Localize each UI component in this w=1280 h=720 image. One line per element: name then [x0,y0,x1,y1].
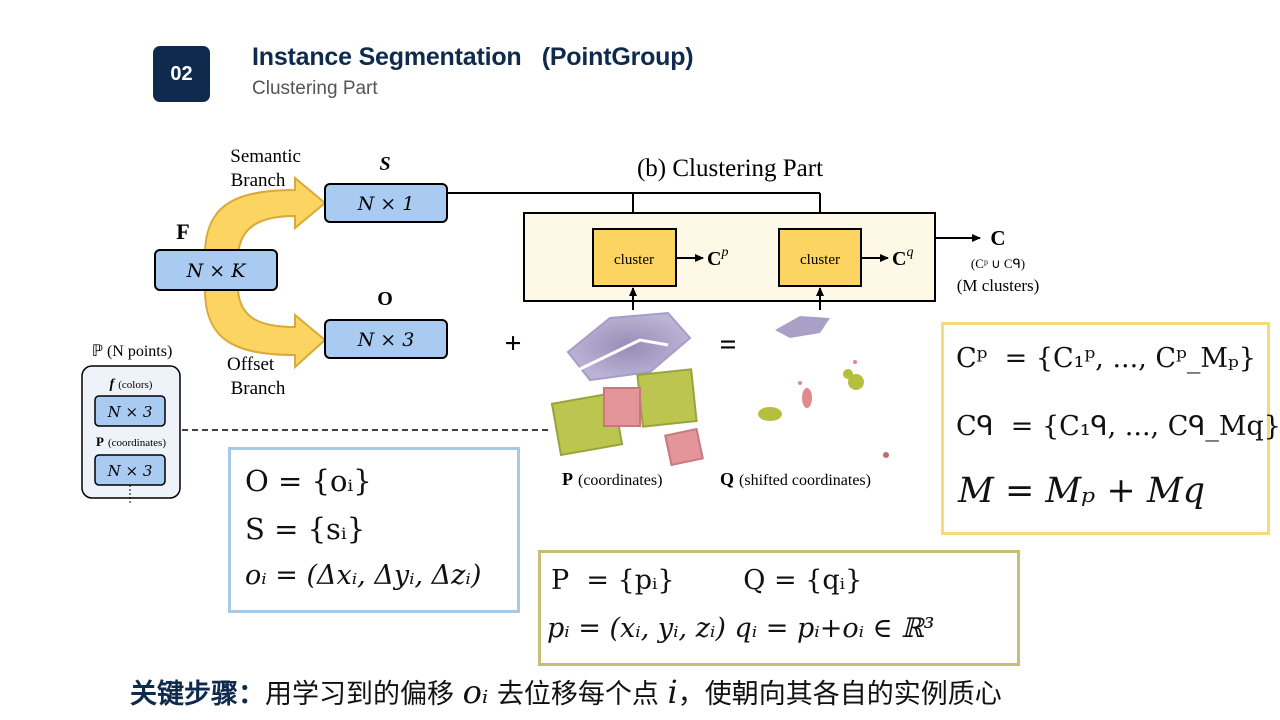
m-formula: M = Mₚ + Mq [958,471,1206,511]
offset-symbol: oᵢ [462,673,489,711]
section-number-badge: 02 [153,46,210,102]
cluster-q-output: Cq [892,245,913,270]
colors-box [94,395,166,427]
coords-box-text: N × 3 [107,462,153,480]
point-index-symbol: i [667,673,678,711]
offset-output-box [324,319,448,359]
colors-label: f(colors) [110,377,153,392]
offset-output-text: N × 3 [357,329,415,351]
offset-branch-arrow [203,289,327,370]
cluster-box-2 [778,228,862,287]
p-q-set-formula: P = {pᵢ} Q = {qᵢ} [551,565,863,596]
coordinates-formula-box: P = {pᵢ} Q = {qᵢ} pᵢ = (xᵢ, yᵢ, zᵢ) qᵢ =… [538,550,1020,666]
offset-output-label: O [377,288,393,310]
feature-box [154,249,278,291]
shifted-point-cloud [758,316,889,458]
p-caption: P(coordinates) [562,469,662,489]
semantic-branch-arrow [203,175,327,256]
semantic-output-label: S [379,153,390,175]
q-caption: Q(shifted coordinates) [720,469,871,489]
cluster-p-output: Cp [707,245,728,270]
original-point-cloud [550,311,704,467]
equals-sign: = [719,328,736,361]
page-subtitle: Clustering Part [252,78,378,99]
offset-semantic-formula-box: O = {oᵢ} S = {sᵢ} oᵢ = (Δxᵢ, Δyᵢ, Δzᵢ) [228,447,520,613]
final-cluster-label: C [990,226,1005,250]
key-step-caption: 关键步骤：用学习到的偏移 oᵢ 去位移每个点 i，使朝向其各自的实例质心 [130,672,1230,711]
coords-label: P(coordinates) [96,434,166,449]
colors-box-text: N × 3 [107,403,153,421]
shift-formula: pᵢ = (xᵢ, yᵢ, zᵢ) qᵢ = pᵢ+oᵢ ∈ ℝ³ [547,613,935,644]
semantic-output-text: N × 1 [357,193,415,215]
m-clusters-label: (M clusters) [957,276,1040,295]
key-step-text-2: 去位移每个点 [488,679,668,710]
offset-branch-label: Offset Branch [227,354,286,399]
key-step-text-1: 用学习到的偏移 [265,679,463,710]
cluster-box-2-label: cluster [800,252,840,268]
cluster-union-label: (Cᵖ ∪ Cᑫ) [971,256,1025,271]
clustering-part-title: (b) Clustering Part [637,155,823,182]
cp-formula: Cᵖ = {C₁ᵖ, ..., Cᵖ_Mₚ} [956,343,1256,374]
key-step-label: 关键步骤： [130,679,265,710]
cluster-formula-box: Cᵖ = {C₁ᵖ, ..., Cᵖ_Mₚ} Cᑫ = {C₁ᑫ, ..., C… [941,322,1280,535]
key-step-text-3: ，使朝向其各自的实例质心 [677,679,1002,710]
cq-formula: Cᑫ = {C₁ᑫ, ..., Cᑫ_Mq} [956,411,1280,442]
plus-sign: + [504,327,521,360]
feature-label: F [176,219,189,244]
page-title: Instance Segmentation (PointGroup) [252,43,694,71]
feature-box-text: N × K [186,260,248,282]
points-panel-title: ℙ (N points) [92,343,173,360]
semantic-output-box [324,183,448,223]
semantic-set-formula: S = {sᵢ} [245,512,366,546]
cluster-box-1-label: cluster [614,252,654,268]
offset-vector-formula: oᵢ = (Δxᵢ, Δyᵢ, Δzᵢ) [245,560,482,591]
semantic-branch-label: Semantic Branch [230,146,305,191]
offset-set-formula: O = {oᵢ} [245,464,372,498]
